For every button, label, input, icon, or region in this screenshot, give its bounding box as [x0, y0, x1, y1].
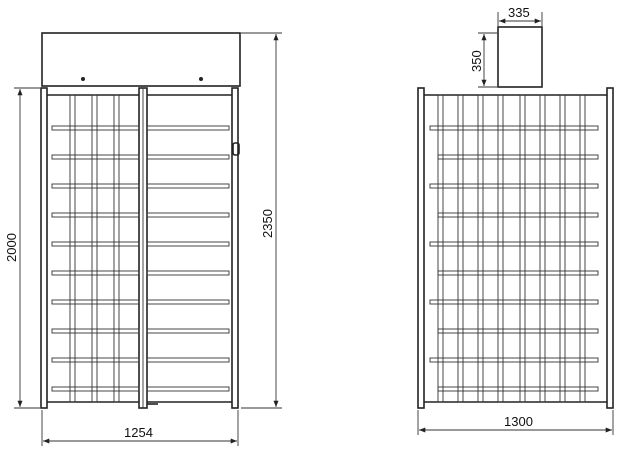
- card-reader: [232, 142, 240, 156]
- cage-arm: [429, 241, 599, 247]
- cage-arm: [429, 183, 599, 189]
- cage-arm: [437, 270, 599, 276]
- fence-arm: [51, 241, 140, 247]
- rotor-arm: [146, 357, 230, 363]
- fence-arm: [51, 357, 140, 363]
- fence-arm: [51, 270, 140, 276]
- cage-bar: [579, 94, 586, 403]
- rotor-arm: [146, 125, 230, 131]
- canopy-bolt-left: [81, 77, 85, 81]
- front-fence-bars: [69, 94, 120, 403]
- rotor-arm: [146, 241, 230, 247]
- front-left-post: [40, 87, 48, 409]
- rotor-arm: [146, 154, 230, 160]
- side-cage-bars: [437, 94, 586, 403]
- front-leg-height-label: 2000: [4, 233, 19, 262]
- side-top-column: [497, 26, 543, 88]
- side-view: 1300 335 350: [417, 5, 614, 435]
- cage-arm: [437, 386, 599, 392]
- cage-arm: [437, 212, 599, 218]
- front-rotor-arms: [146, 125, 230, 392]
- cage-bar: [477, 94, 484, 403]
- side-left-post: [417, 87, 425, 409]
- side-cage-arms: [429, 125, 599, 392]
- cage-bar: [497, 94, 504, 403]
- cage-arm: [429, 125, 599, 131]
- side-column-width-label: 335: [508, 5, 530, 20]
- rotor-arm: [146, 183, 230, 189]
- cage-bar: [519, 94, 526, 403]
- front-total-height-label: 2350: [260, 209, 275, 238]
- fence-arm: [51, 386, 140, 392]
- fence-arm: [51, 212, 140, 218]
- side-right-post: [606, 87, 614, 409]
- fence-arm: [51, 154, 140, 160]
- cage-bar: [457, 94, 464, 403]
- rotor-arm: [146, 328, 230, 334]
- rotor-arm: [146, 386, 230, 392]
- fence-arm: [51, 125, 140, 131]
- front-width-label: 1254: [124, 425, 153, 440]
- front-fence-arms: [51, 125, 140, 392]
- canopy-bolt-right: [199, 77, 203, 81]
- cage-arm: [437, 154, 599, 160]
- cage-bar: [539, 94, 546, 403]
- fence-arm: [51, 299, 140, 305]
- front-right-post: [231, 87, 239, 409]
- front-view: 1254 2000 2350: [4, 32, 282, 446]
- rotor-arm: [146, 299, 230, 305]
- cage-arm: [429, 357, 599, 363]
- fence-arm: [51, 183, 140, 189]
- front-canopy: [41, 32, 241, 87]
- rotor-arm: [146, 270, 230, 276]
- cage-arm: [437, 328, 599, 334]
- cage-bar: [559, 94, 566, 403]
- cage-bar: [437, 94, 444, 403]
- side-column-height-label: 350: [469, 50, 484, 72]
- fence-arm: [51, 328, 140, 334]
- side-width-label: 1300: [504, 414, 533, 429]
- rotor-arm: [146, 212, 230, 218]
- cage-arm: [429, 299, 599, 305]
